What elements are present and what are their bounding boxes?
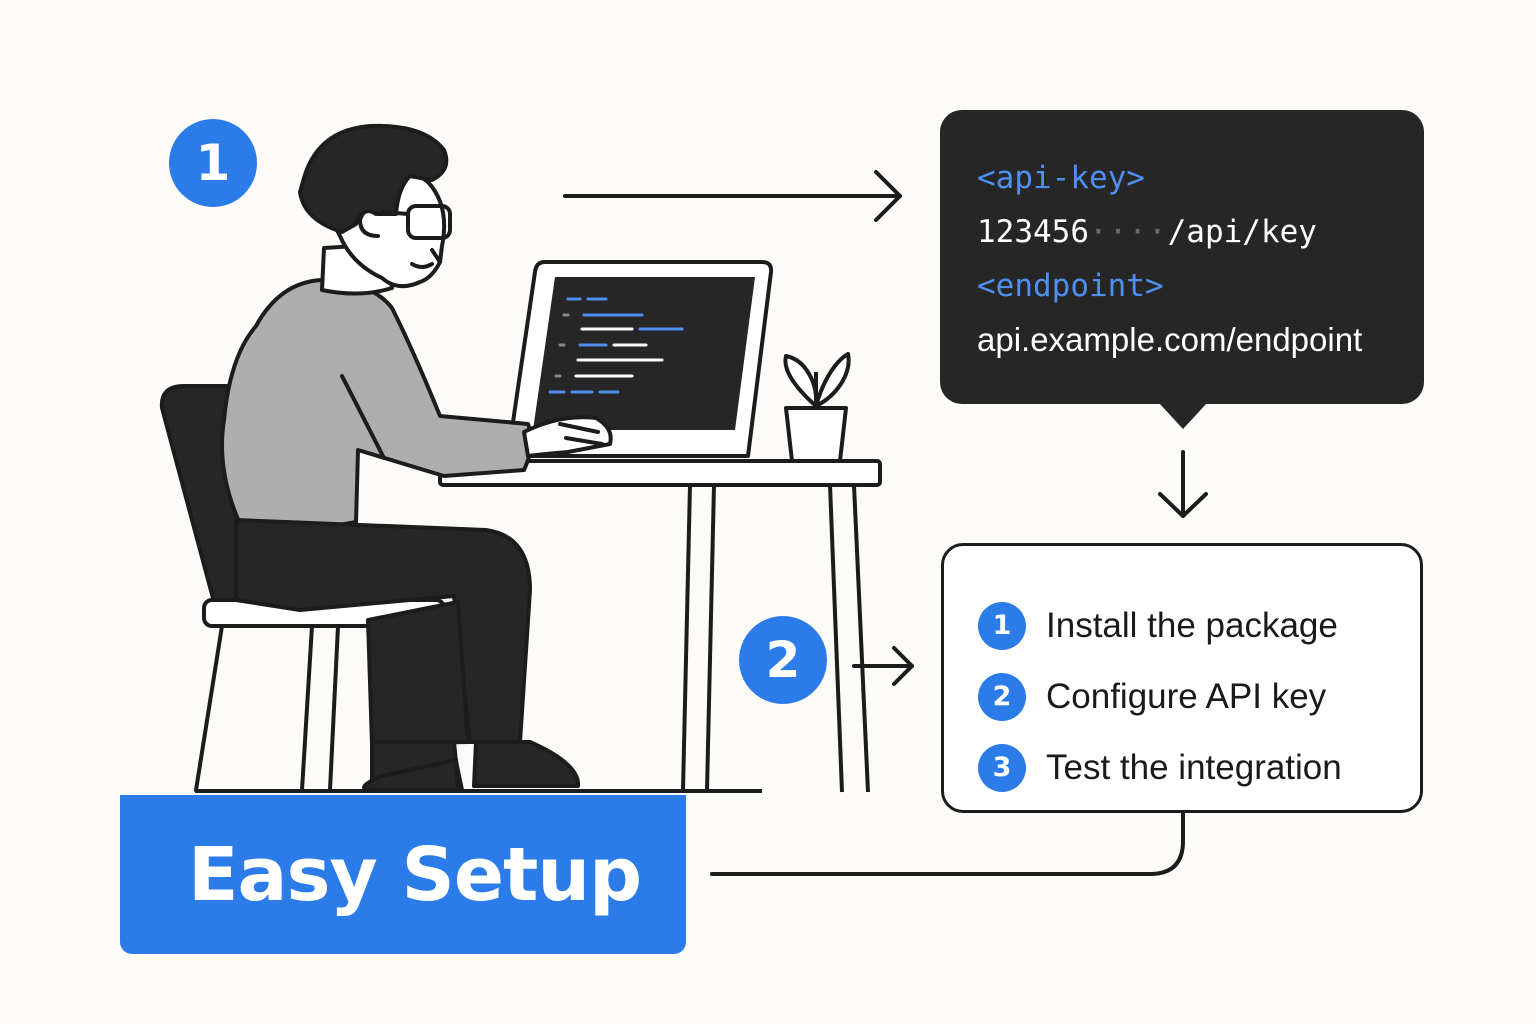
api-key-tag: <api-key> — [977, 160, 1145, 196]
title-banner: Easy Setup — [120, 795, 686, 954]
step-number: 1 — [978, 601, 1026, 650]
step-badge-1: 1 — [169, 119, 257, 207]
list-item: 3 Test the integration — [978, 732, 1420, 803]
api-key-value: 123456····/api/key — [977, 212, 1424, 266]
arrow-down-icon — [1158, 450, 1208, 518]
api-key-suffix: /api/key — [1167, 214, 1317, 250]
step-badge-2: 2 — [739, 616, 827, 704]
endpoint-tag: <endpoint> — [977, 268, 1164, 304]
step-label: Install the package — [1046, 605, 1338, 645]
code-panel-pointer — [1159, 403, 1207, 429]
arrow-right-icon — [563, 170, 902, 222]
desk-icon — [195, 459, 882, 793]
developer-illustration — [159, 123, 613, 792]
page-title: Easy Setup — [188, 831, 642, 918]
step-label: Test the integration — [1046, 747, 1342, 787]
code-snippet-panel: <api-key> 123456····/api/key <endpoint> … — [940, 110, 1424, 404]
api-key-masked: ···· — [1088, 214, 1168, 250]
laptop-icon — [506, 260, 774, 458]
plant-icon — [783, 352, 851, 463]
list-item: 1 Install the package — [978, 590, 1420, 661]
setup-steps-list: 1 Install the package 2 Configure API ke… — [941, 543, 1423, 813]
endpoint-value: api.example.com/endpoint — [977, 321, 1363, 358]
step-number: 3 — [978, 743, 1026, 792]
api-key-digits: 123456 — [977, 214, 1089, 250]
connector-line — [710, 810, 1185, 876]
list-item: 2 Configure API key — [978, 661, 1420, 732]
step-label: Configure API key — [1046, 676, 1327, 716]
step-number: 2 — [978, 672, 1026, 721]
